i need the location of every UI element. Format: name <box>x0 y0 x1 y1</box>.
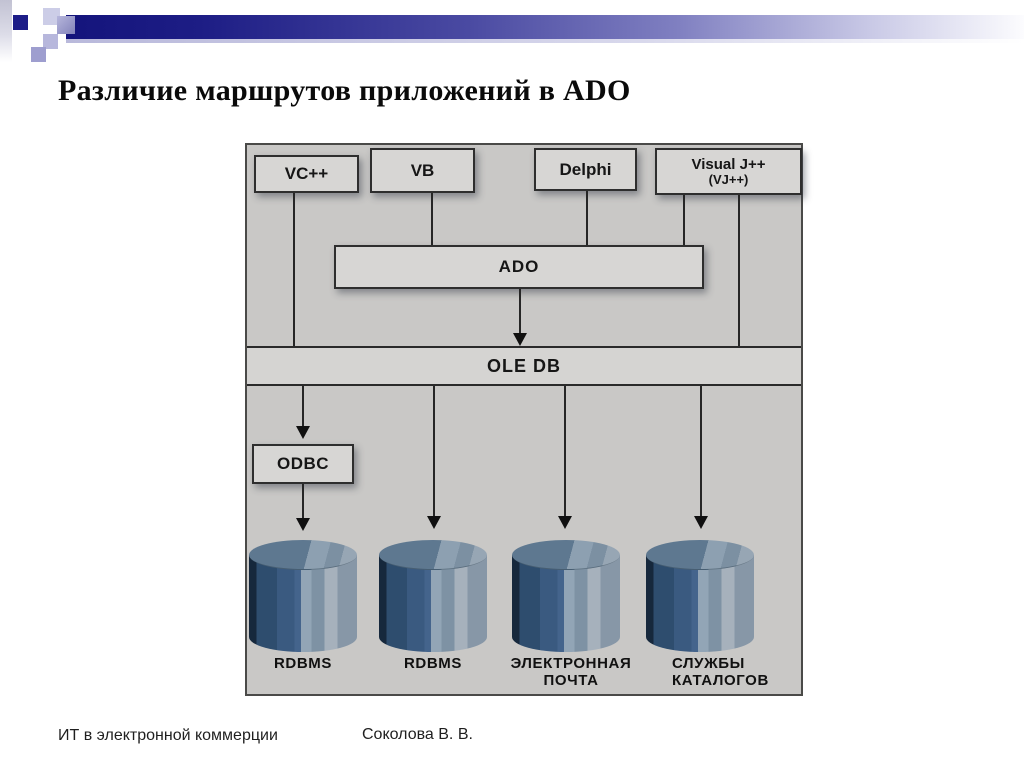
header-gradient-bar <box>66 15 1024 39</box>
line-oledb-to-email <box>564 386 566 518</box>
box-delphi: Delphi <box>534 148 637 191</box>
label-rdbms-1: RDBMS <box>249 655 357 672</box>
footer-author-name: Соколова В. В. <box>362 726 473 743</box>
box-vcpp-label: VC++ <box>284 164 329 183</box>
deco-square-gradient <box>57 16 75 34</box>
line-oledb-to-odbc <box>302 386 304 426</box>
footer-course-name: ИТ в электронной коммерции <box>58 727 278 744</box>
cylinder-top <box>646 540 754 570</box>
left-edge-stripe <box>0 0 12 62</box>
slide-title: Различие маршрутов приложений в ADO <box>58 74 631 107</box>
cylinder-top <box>249 540 357 570</box>
box-vb-label: VB <box>410 160 435 180</box>
line-vb-to-ado <box>431 193 433 245</box>
cylinder-body <box>379 555 487 652</box>
line-oledb-to-rdbms2 <box>433 386 435 518</box>
cylinder-top <box>379 540 487 570</box>
arrowhead-odbc-to-rdbms1 <box>296 518 310 531</box>
header-bar-underline <box>66 39 1024 43</box>
box-visual-jpp: Visual J++ (VJ++) <box>655 148 802 195</box>
bar-oledb: OLE DB <box>247 346 801 386</box>
line-odbc-to-rdbms1 <box>302 484 304 520</box>
deco-square-navy <box>13 15 28 30</box>
line-vjpp-to-ado <box>683 195 685 245</box>
box-delphi-label: Delphi <box>559 159 612 179</box>
arrowhead-ado-to-oledb <box>513 333 527 346</box>
cylinder-top <box>512 540 620 570</box>
cylinder-email <box>512 540 620 652</box>
label-email: ЭЛЕКТРОННАЯ ПОЧТА <box>509 655 633 689</box>
arrowhead-oledb-to-directory <box>694 516 708 529</box>
box-vcpp: VC++ <box>254 155 359 193</box>
bar-oledb-label: OLE DB <box>486 355 561 376</box>
line-delphi-to-ado <box>586 191 588 245</box>
box-vb: VB <box>370 148 475 193</box>
box-ado-label: ADO <box>498 257 540 276</box>
box-odbc-label: ODBC <box>276 454 330 473</box>
label-line: ПОЧТА <box>543 672 599 689</box>
box-ado: ADO <box>334 245 704 289</box>
label-directory: СЛУЖБЫ КАТАЛОГОВ <box>672 655 805 689</box>
box-visual-jpp-label: Visual J++ <box>691 156 766 173</box>
deco-square-light <box>43 8 60 25</box>
box-visual-jpp-sublabel: (VJ++) <box>708 172 749 187</box>
line-ado-to-oledb <box>519 289 521 335</box>
cylinder-body <box>646 555 754 652</box>
label-line: RDBMS <box>404 655 462 672</box>
label-line: СЛУЖБЫ <box>672 655 745 672</box>
cylinder-directory <box>646 540 754 652</box>
box-odbc: ODBC <box>252 444 354 484</box>
arrowhead-oledb-to-odbc <box>296 426 310 439</box>
cylinder-rdbms-1 <box>249 540 357 652</box>
line-vjpp-to-oledb <box>738 195 740 346</box>
line-vcpp-to-oledb <box>293 193 295 346</box>
label-line: RDBMS <box>274 655 332 672</box>
ado-architecture-diagram: VC++ VB Delphi Visual J++ (VJ++) ADO OLE… <box>245 143 803 696</box>
cylinder-rdbms-2 <box>379 540 487 652</box>
arrowhead-oledb-to-email <box>558 516 572 529</box>
arrowhead-oledb-to-rdbms2 <box>427 516 441 529</box>
deco-square-low <box>31 47 46 62</box>
deco-square-mid <box>43 34 58 49</box>
line-oledb-to-directory <box>700 386 702 518</box>
cylinder-body <box>512 555 620 652</box>
label-line: КАТАЛОГОВ <box>672 672 769 689</box>
label-rdbms-2: RDBMS <box>379 655 487 672</box>
label-line: ЭЛЕКТРОННАЯ <box>510 655 632 672</box>
cylinder-body <box>249 555 357 652</box>
